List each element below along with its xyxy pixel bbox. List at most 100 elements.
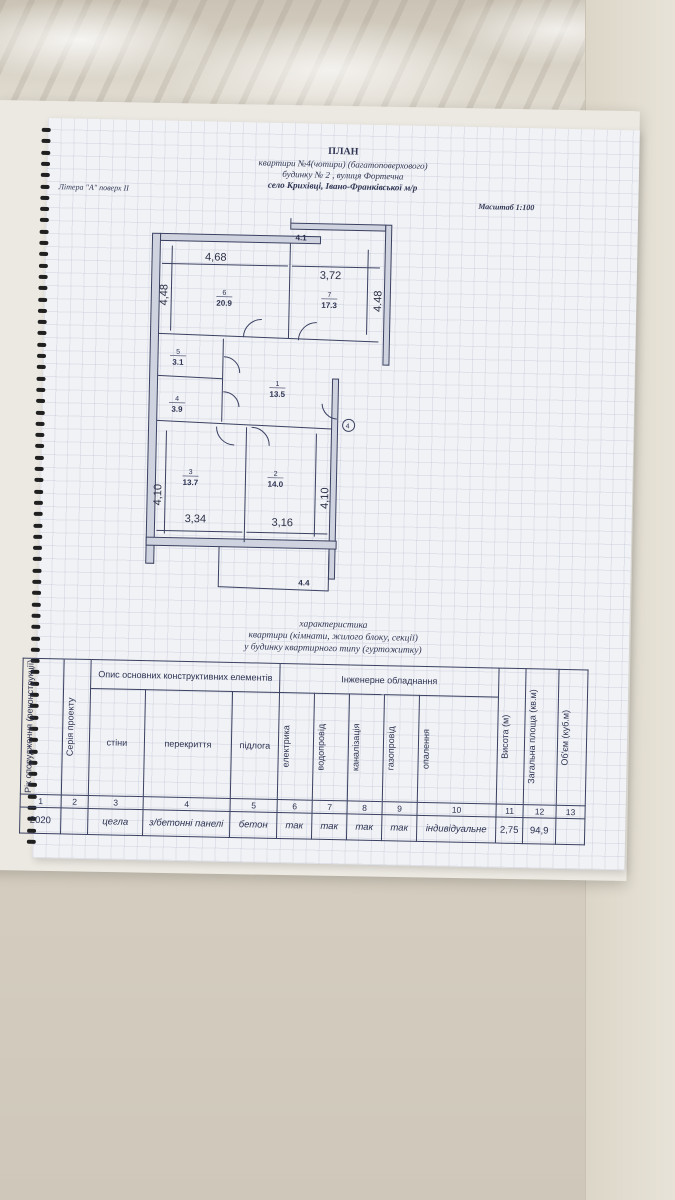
room-number: 2 [274,471,278,478]
balcony-label-44: 4.4 [298,578,310,587]
binding-ring [39,229,49,234]
header-sewer: каналізація [347,693,385,802]
partition-row1 [158,332,379,343]
cell-sewer: так [346,814,382,841]
binding-ring [32,557,42,562]
binding-ring [34,455,44,460]
binding-ring [36,376,46,381]
cell-volume [555,818,585,846]
cell-year: 2020 [19,807,62,835]
binding-ring [35,432,45,438]
cell-height: 2,75 [495,817,523,844]
wall-right-upper [382,224,393,366]
binding-ring [33,534,43,539]
header-area: Загальна площа (кв.м) [523,668,560,806]
binding-ring [40,206,50,212]
binding-ring [36,365,46,370]
room-number: 1 [275,381,279,388]
wall-bottom [145,536,337,550]
room-area: 13.7 [183,478,199,487]
binding-ring [38,297,48,302]
dim-line-316 [246,531,328,535]
binding-ring [39,252,49,257]
binding-ring [38,263,48,268]
balcony-top [290,214,387,224]
cell-walls: цегла [87,808,144,836]
room-area: 13.5 [269,390,285,399]
binding-ring [31,602,41,607]
header-walls: стіни [88,688,146,797]
cell-water: так [311,813,347,841]
dim-line-334 [156,529,243,533]
dim-line-410 [163,430,167,534]
door-room4 [223,391,240,408]
balcony-label-41: 4.1 [295,233,307,242]
entry-label: 4 [346,423,350,430]
binding-ring [37,331,47,336]
col-num: 12 [522,804,557,819]
dim-line-448 [170,245,173,331]
dim-line-372 [291,265,380,269]
dim-410-right: 4,10 [319,487,331,509]
entry-circle [342,418,356,432]
header-volume: Об'єм (куб.м) [556,669,589,807]
binding-ring [33,500,43,505]
binding-ring [37,342,47,347]
binding-ring [35,410,45,415]
partition-hall [221,338,224,422]
floor-plan-drawing: 4.1 4.4 4 4,68 3,72 4,48 4.48 4,10 4,10 … [145,214,393,592]
binding-ring [32,545,43,551]
binding-ring [41,127,51,133]
partition-6-7 [287,243,291,339]
binding-ring [30,647,40,652]
door-room6 [242,319,262,338]
binding-ring [37,319,47,325]
dim-468: 4,68 [205,251,227,263]
dim-448-left: 4,48 [158,284,170,306]
binding-ring [36,387,46,392]
binding-ring [34,466,44,471]
scale-label: Масштаб 1:100 [478,202,535,213]
binding-ring [34,478,44,483]
binding-ring [37,308,48,313]
binding-ring [40,195,50,200]
door-room3 [216,426,235,446]
header-water: водопровід [312,693,350,802]
binding-ring [33,523,43,528]
partition-5-4 [157,374,223,380]
room-area: 3.9 [171,405,183,414]
room-number: 3 [189,469,193,476]
col-num: 7 [311,800,348,815]
room-number: 7 [327,292,331,299]
header-series: Серія проекту [61,658,92,796]
cell-electric: так [276,812,312,840]
binding-ring [34,489,44,494]
binding-ring [32,591,42,596]
balcony-bottom [217,546,330,592]
cell-ceilings: з/бетонні панелі [142,809,231,838]
col-num: 13 [555,805,586,820]
cell-heating: індивідуальне [416,815,496,844]
binding-ring [26,839,36,844]
dim-448-right: 4.48 [372,290,384,312]
header-heating: опалення [417,695,499,805]
partition-row2 [156,419,332,430]
header-gas: газопровід [382,694,420,803]
dim-line-410-right [313,433,317,537]
header-year: Рік спорудження (реконструкції) [20,658,65,796]
header-engineering: Інженерне обладнання [279,663,500,698]
room-area: 17.3 [321,301,337,310]
col-num: 6 [277,799,313,814]
binding-ring [39,218,49,223]
binding-ring [35,421,45,426]
door-room7 [297,322,317,341]
col-num: 1 [20,794,62,809]
cell-area: 94,9 [522,817,556,845]
room-area: 3.1 [172,358,184,367]
col-num: 3 [88,795,144,810]
room-number: 6 [222,290,226,297]
col-num: 9 [381,801,418,816]
cell-flooring: бетон [229,811,278,839]
door-room5 [224,356,241,374]
dim-372: 3,72 [320,270,342,282]
